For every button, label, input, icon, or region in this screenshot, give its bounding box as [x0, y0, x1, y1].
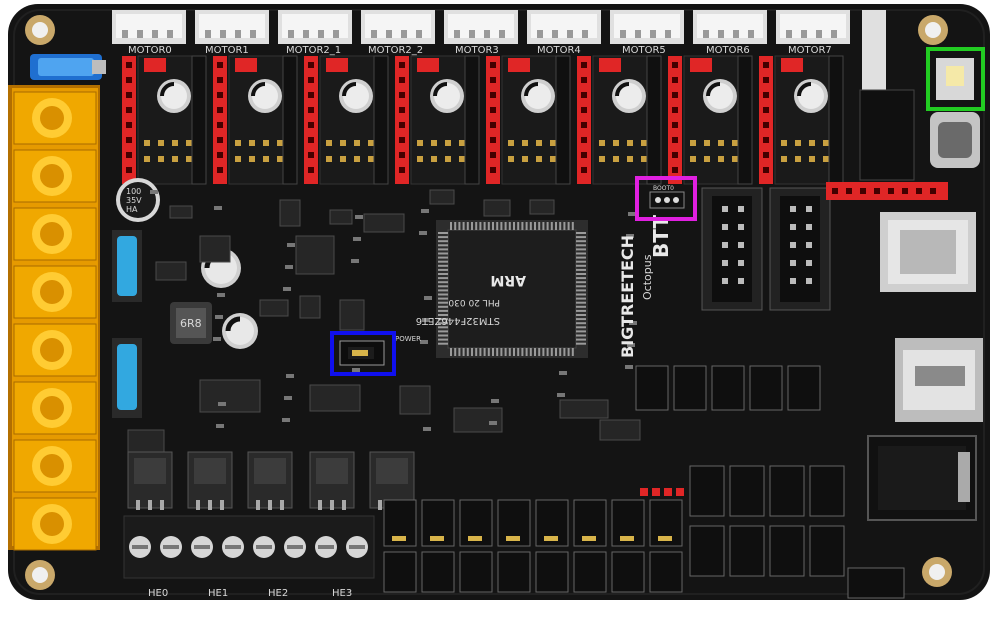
smd-part [169, 205, 193, 219]
mcu-brand: ARM [490, 272, 526, 288]
mcu-line2: PHL 20 030 [448, 297, 500, 307]
heater-label-3: HE3 [332, 588, 352, 599]
exp-headers [701, 187, 831, 311]
cap-text-2: HA [126, 205, 138, 214]
rj-port [867, 435, 977, 521]
red-header-row [826, 182, 948, 200]
io-connector [809, 525, 845, 577]
io-connector [729, 465, 765, 517]
highlight-magenta [635, 176, 697, 221]
driver-socket-header [486, 56, 500, 184]
motor-label-2: MOTOR2_1 [286, 45, 341, 56]
motor-labels: MOTOR0 MOTOR1 MOTOR2_1 MOTOR2_2 MOTOR3 M… [128, 45, 832, 56]
motor-label-0: MOTOR0 [128, 45, 172, 56]
inductor-text: 6R8 [180, 317, 202, 330]
io-connector [769, 465, 805, 517]
usb-c-port [930, 112, 980, 168]
mcu-line1: STM32F446ZET6 [416, 315, 500, 326]
smd-part [295, 235, 335, 275]
motor-label-6: MOTOR5 [622, 45, 666, 56]
boot-label: BOOT0 [653, 185, 674, 192]
red-header [826, 182, 948, 200]
motor-label-4: MOTOR3 [455, 45, 499, 56]
side-connector [862, 10, 886, 90]
power-jumper: POWER [339, 335, 421, 366]
endstop-connector [749, 365, 783, 411]
heater-labels: HE0 HE1 HE2 HE3 [148, 588, 352, 599]
reset-button [936, 58, 974, 100]
io-connector [769, 525, 805, 577]
fuse-lower [112, 338, 142, 418]
smd-part [483, 199, 511, 217]
cap-text-1: 35V [126, 196, 142, 205]
smd-part [599, 419, 641, 441]
highlight-green [926, 47, 985, 111]
endstop-connector [673, 365, 707, 411]
endstop-connector [711, 365, 745, 411]
inductor: 6R8 [170, 302, 212, 344]
fuse-top [30, 54, 106, 80]
smd-components [127, 189, 641, 461]
io-connector [809, 465, 845, 517]
smd-part [339, 299, 365, 331]
heater-label-0: HE0 [148, 588, 168, 599]
driver-socket-header [668, 56, 682, 184]
fuse-middle [112, 230, 142, 302]
motor-connectors [112, 10, 886, 90]
driver-socket-header [213, 56, 227, 184]
endstop-connectors [635, 365, 905, 599]
bottom-connectors [383, 488, 684, 593]
mcu-chip: ARM STM32F446ZET6 PHL 20 030 [416, 220, 588, 358]
smd-part [299, 295, 321, 319]
smd-part [199, 379, 261, 413]
smd-part [329, 209, 353, 225]
endstop-connector [635, 365, 669, 411]
sd-card-slot [880, 212, 976, 292]
heater-label-1: HE1 [208, 588, 228, 599]
motor-label-8: MOTOR7 [788, 45, 832, 56]
heater-label-2: HE2 [268, 588, 288, 599]
corner-connector [847, 567, 905, 599]
highlight-blue [330, 331, 396, 376]
power-label: POWER [395, 335, 421, 343]
boot-jumper: BOOT0 [649, 185, 685, 209]
model-text: Octopus [641, 254, 654, 300]
smd-part [429, 189, 455, 205]
driver-sockets [122, 55, 915, 185]
power-terminal-block [8, 85, 100, 551]
smd-part [199, 235, 231, 263]
driver-socket-header [577, 56, 591, 184]
io-connector [689, 465, 725, 517]
driver-socket-header [759, 56, 773, 184]
usb-a-port [895, 338, 983, 422]
side-header [859, 89, 915, 181]
smd-part [363, 213, 405, 233]
smd-part [559, 399, 609, 419]
smd-part [279, 199, 301, 227]
motor-label-5: MOTOR4 [537, 45, 581, 56]
smd-part [309, 384, 361, 412]
brand-text: BIGTREETECH [618, 235, 637, 358]
driver-socket-header [304, 56, 318, 184]
mounting-holes [25, 15, 952, 590]
motor-label-3: MOTOR2_2 [368, 45, 423, 56]
driver-socket-header [122, 56, 136, 184]
capacitor-main: 100 35V HA [116, 178, 160, 222]
driver-socket-header [395, 56, 409, 184]
io-connector [729, 525, 765, 577]
smd-part [399, 385, 431, 415]
smd-part [529, 199, 555, 215]
heater-terminal [123, 515, 375, 579]
io-connector [689, 525, 725, 577]
logo-text: BTT [649, 215, 673, 258]
mosfets [127, 451, 415, 510]
smd-part [453, 407, 503, 433]
smd-part [155, 261, 187, 281]
smd-part [259, 299, 289, 317]
motor-label-7: MOTOR6 [706, 45, 750, 56]
cap-text-0: 100 [126, 187, 141, 196]
endstop-connector [787, 365, 821, 411]
motor-label-1: MOTOR1 [205, 45, 249, 56]
